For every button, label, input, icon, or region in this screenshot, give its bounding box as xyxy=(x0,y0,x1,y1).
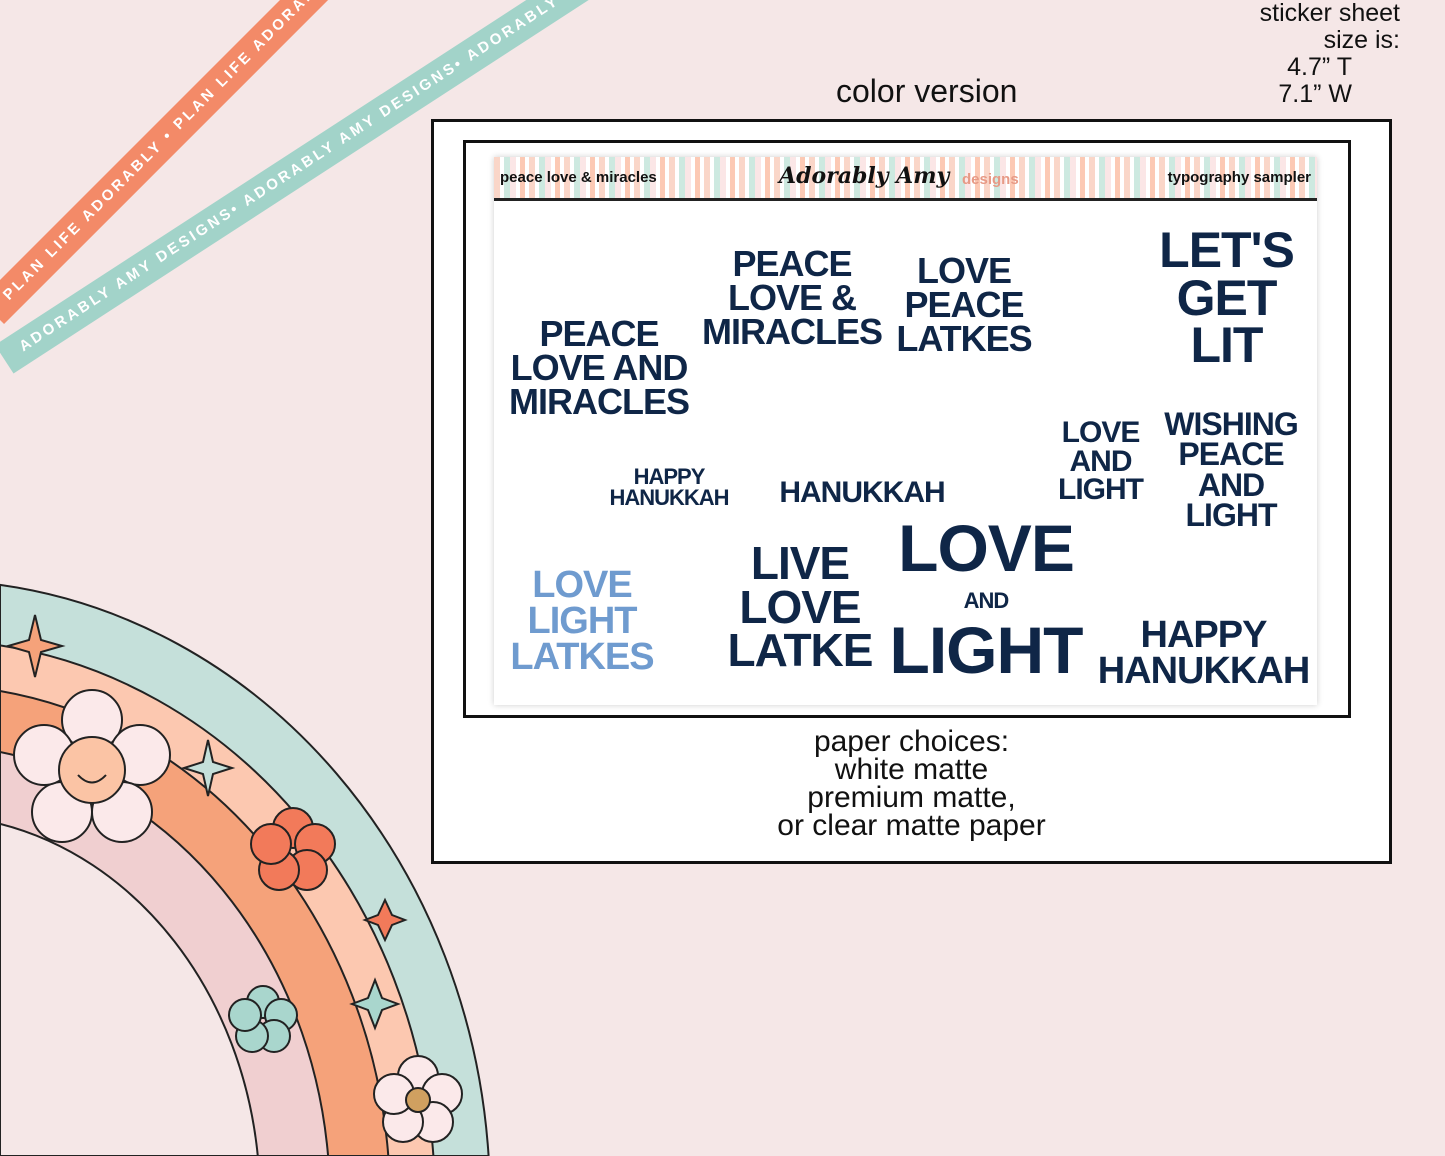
sticker: LOVE xyxy=(898,511,1075,585)
rainbow-inner xyxy=(0,822,259,1156)
paper-line: white matte xyxy=(834,753,989,786)
sticker: LOVE PEACE LATKES xyxy=(896,250,1032,360)
sticker: PEACE LOVE & MIRACLES xyxy=(702,243,883,353)
sticker: LIVE LOVE LATKE xyxy=(727,537,874,677)
sheet-header-strip: peace love & miracles Adorably Amy desig… xyxy=(494,157,1317,201)
sticker-size-info: sticker sheet size is: 4.7” T 7.1” W xyxy=(1200,0,1400,108)
size-line: size is: xyxy=(1323,26,1400,54)
sticker: LIGHT xyxy=(889,613,1084,687)
sheet-subtitle: typography sampler xyxy=(1167,169,1311,186)
sticker: LET'S GET LIT xyxy=(1159,222,1295,373)
sticker: LOVE AND LIGHT xyxy=(1058,416,1144,506)
star-icon xyxy=(349,977,401,1031)
brand-logo: Adorably Amy xyxy=(779,163,950,189)
size-line: 7.1” W xyxy=(1278,80,1352,108)
page-heading: color version xyxy=(836,73,1018,109)
sticker: HAPPY HANUKKAH xyxy=(609,464,729,510)
sparkle-icon xyxy=(180,739,236,797)
paper-line: premium matte, xyxy=(807,781,1016,814)
star-icon xyxy=(362,897,408,943)
sticker: LOVE LIGHT LATKES xyxy=(510,564,654,679)
sticker-sheet: peace love & miracles Adorably Amy desig… xyxy=(494,157,1317,705)
paper-line: or clear matte paper xyxy=(777,809,1046,842)
flower-icon xyxy=(250,807,336,891)
sticker: PEACE LOVE AND MIRACLES xyxy=(509,313,690,423)
sparkle-icon xyxy=(4,614,66,678)
flower-icon xyxy=(373,1055,463,1143)
smiley-flower-icon xyxy=(13,689,171,843)
paper-line: paper choices: xyxy=(813,725,1010,758)
brand-logo-suffix: designs xyxy=(962,171,1019,188)
size-line: 4.7” T xyxy=(1287,53,1352,81)
flower-icon xyxy=(228,985,298,1053)
sticker: AND xyxy=(963,588,1010,613)
size-line: sticker sheet xyxy=(1259,0,1400,27)
paper-choices: paper choices: white matte premium matte… xyxy=(431,725,1392,842)
sticker: HANUKKAH xyxy=(779,476,945,509)
rainbow-illustration xyxy=(0,583,490,1156)
sticker: HAPPY HANUKKAH xyxy=(1097,614,1311,693)
sheet-title: peace love & miracles xyxy=(500,169,657,186)
sticker: WISHING PEACE AND LIGHT xyxy=(1164,406,1298,534)
